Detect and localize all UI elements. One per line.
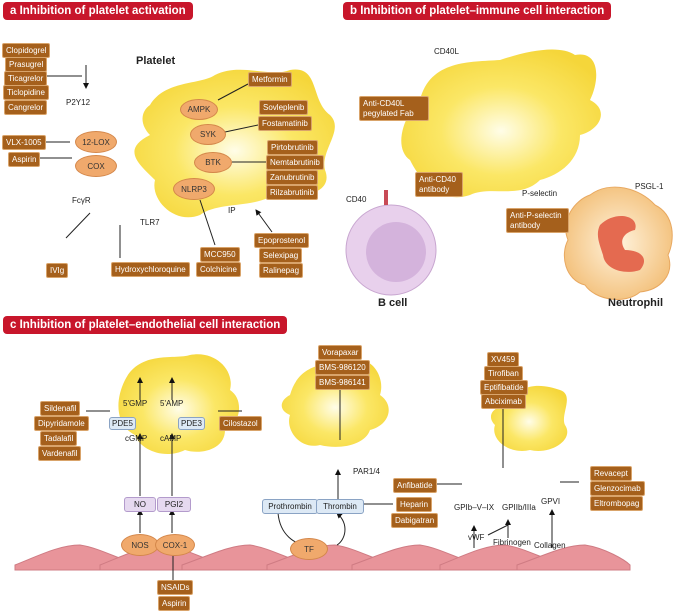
enzyme-btk: BTK [194,152,232,173]
collagen-label: Collagen [534,541,566,550]
drug-prasugrel: Prasugrel [5,57,48,72]
drug-fostamatinib: Fostamatinib [258,116,312,131]
tlr7-label: TLR7 [140,218,160,227]
drug-xv459: XV459 [487,352,520,367]
drug-sovleplenib: Sovleplenib [259,100,309,115]
fcyr-label: FcγR [72,196,91,205]
drug-ticagrelor: Ticagrelor [4,71,48,86]
enzyme-syk: SYK [190,124,226,145]
endothelium [14,544,631,571]
cd40l-label: CD40L [434,47,459,56]
gmp5-label: 5'GMP [123,399,148,408]
panel-a-title: a Inhibition of platelet activation [3,2,193,20]
drug-vorapaxar: Vorapaxar [318,345,363,360]
gpvi-label: GPVI [541,497,561,506]
drug-ticlopidine: Ticlopidine [3,85,49,100]
drug-anfibatide: Anfibatide [393,478,437,493]
drug-epoprostenol: Epoprostenol [254,233,310,248]
drug-pirtobrutinib: Pirtobrutinib [267,140,318,155]
pde3-box: PDE3 [178,417,205,430]
panel-b-title: b Inhibition of platelet–immune cell int… [343,2,612,20]
drug-cilostazol: Cilostazol [219,416,262,431]
gpiib-label: GPIIb/IIIa [502,503,536,512]
drug-rilzabrutinib: Rilzabrutinib [266,185,319,200]
panel-c-title: c Inhibition of platelet–endothelial cel… [3,316,288,334]
drug-abciximab: Abciximab [481,394,526,409]
drug-aspirin-a: Aspirin [8,152,41,167]
fibrinogen-label: Fibrinogen [493,538,531,547]
no-box: NO [124,497,156,512]
pgi2-box: PGI2 [157,497,191,512]
drug-vlx1005: VLX-1005 [2,135,46,150]
drug-clopidogrel: Clopidogrel [2,43,51,58]
bcell-label: B cell [378,297,408,309]
drug-colchicine: Colchicine [196,262,241,277]
psgl1-label: PSGL-1 [635,182,664,191]
drug-nemtabrutinib: Nemtabrutinib [266,155,324,170]
drug-metformin: Metformin [248,72,292,87]
enzyme-12lox: 12-LOX [75,131,117,153]
drug-bms986120: BMS-986120 [315,360,370,375]
drug-cangrelor: Cangrelor [4,100,48,115]
platelet-b [401,49,601,198]
par-label: PAR1/4 [353,467,380,476]
cd40-label: CD40 [346,195,367,204]
enzyme-nlrp3: NLRP3 [173,178,215,200]
drug-sildenafil: Sildenafil [40,401,81,416]
cgmp-label: cGMP [125,434,148,443]
drug-ralinepag: Ralinepag [259,263,304,278]
drug-anti-cd40l-fab: Anti-CD40L pegylated Fab [359,96,429,121]
drug-hydroxychloroquine: Hydroxychloroquine [111,262,190,277]
drug-eptifibatide: Eptifibatide [480,380,528,395]
drug-nsaids: NSAIDs [157,580,194,595]
camp-label: cAMP [160,434,182,443]
drug-dabigatran: Dabigatran [391,513,439,528]
enzyme-nos: NOS [121,534,159,556]
pde5-box: PDE5 [109,417,136,430]
drug-aspirin-c: Aspirin [158,596,191,611]
drug-revacept: Revacept [590,466,632,481]
gpib-label: GPIb–V–IX [454,503,495,512]
drug-ivig: IVIg [46,263,69,278]
drug-heparin: Heparin [396,497,433,512]
drug-anti-cd40-antibody: Anti-CD40 antibody [415,172,463,197]
p2y12-label: P2Y12 [66,98,91,107]
neutrophil-label: Neutrophil [608,297,663,309]
enzyme-cox: COX [75,155,117,177]
drug-bms986141: BMS-986141 [315,375,370,390]
platelet-label: Platelet [136,55,176,67]
drug-mcc950: MCC950 [200,247,240,262]
prothrombin-box: Prothrombin [262,499,318,514]
drug-glenzocimab: Glenzocimab [590,481,645,496]
thrombin-box: Thrombin [316,499,364,514]
amp5-label: 5'AMP [160,399,184,408]
enzyme-cox1: COX-1 [155,534,195,556]
drug-anti-pselectin-antibody: Anti-P-selectin antibody [506,208,569,233]
drug-vardenafil: Vardenafil [38,446,82,461]
enzyme-ampk: AMPK [180,99,218,120]
drug-tadalafil: Tadalafil [40,431,78,446]
ip-label: IP [228,206,236,215]
drug-selexipag: Selexipag [259,248,303,263]
drug-dipyridamole: Dipyridamole [34,416,89,431]
vwf-label: vWF [468,533,485,542]
drug-tirofiban: Tirofiban [484,366,523,381]
drug-eltrombopag: Eltrombopag [590,496,644,511]
enzyme-tf: TF [290,538,328,560]
drug-zanubrutinib: Zanubrutinib [266,170,319,185]
pselectin-label: P-selectin [522,189,558,198]
